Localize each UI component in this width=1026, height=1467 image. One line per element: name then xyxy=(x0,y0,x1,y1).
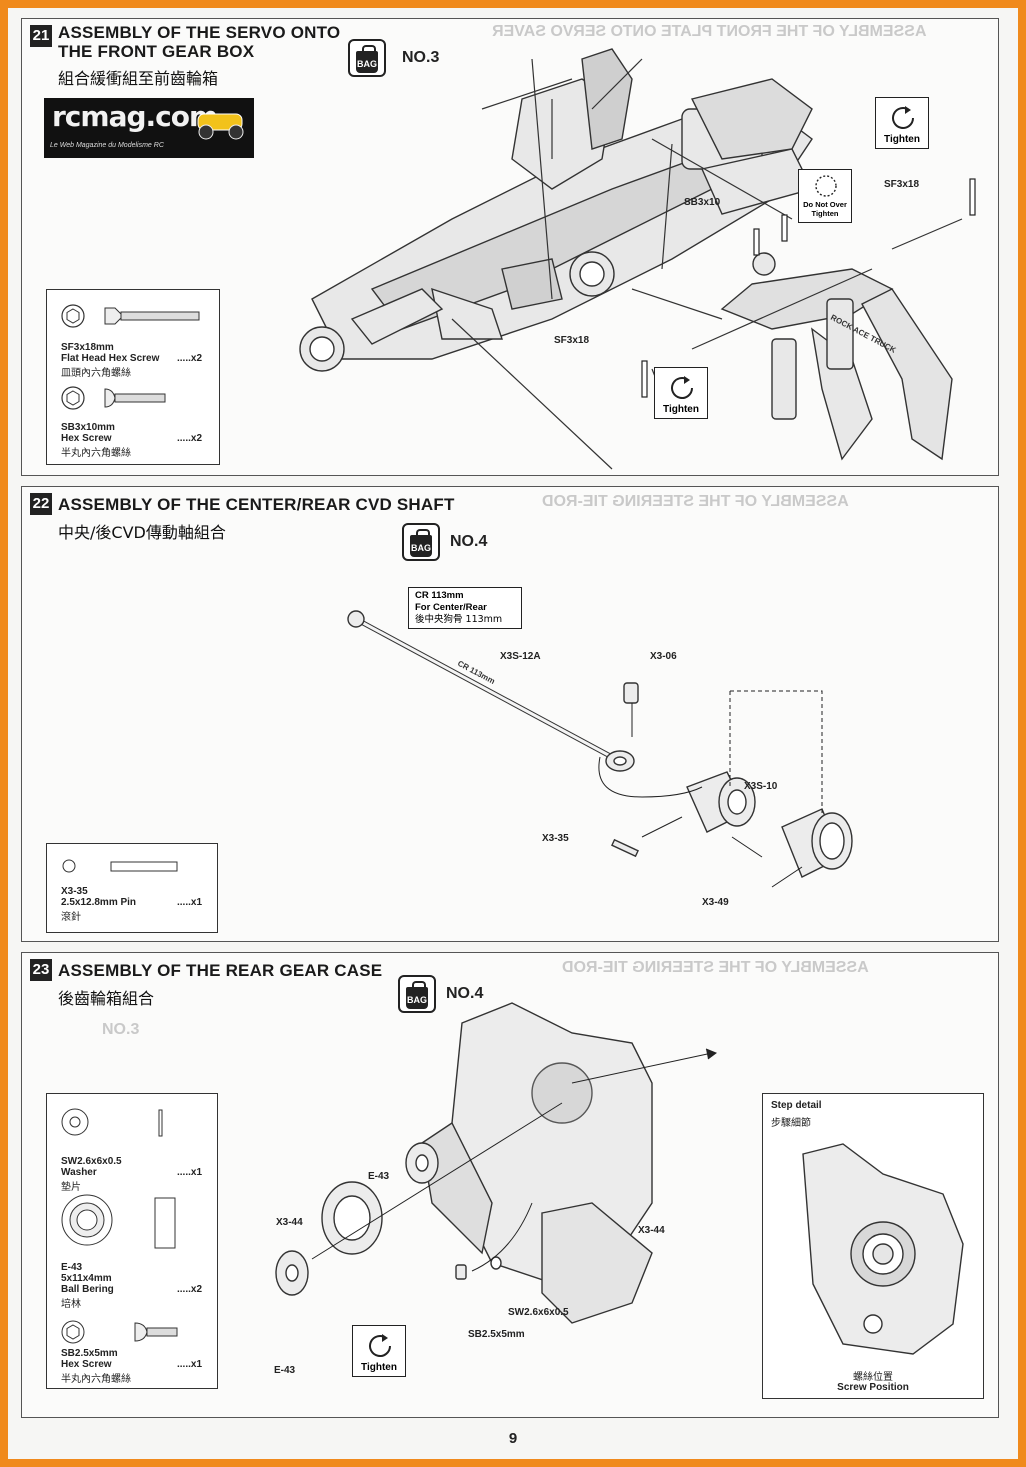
part-item: SF3x18mm Flat Head Hex Screw 皿頭內六角螺絲 xyxy=(61,342,160,379)
bag-icon: BAG xyxy=(402,523,440,561)
step-22-panel: ASSEMBLY OF THE STEERING TIE-ROD 22 ASSE… xyxy=(21,486,999,942)
part-qty: .....x1 xyxy=(177,897,203,908)
ghost-bag: NO.3 xyxy=(102,1021,140,1038)
part-label: SW2.6x6x0.5 xyxy=(508,1307,569,1318)
part-item: E-43 5x11x4mm Ball Bering 培林 xyxy=(61,1262,114,1310)
tighten-icon: Tighten xyxy=(875,97,929,149)
page-number: 9 xyxy=(508,1430,518,1447)
part-label: X3S-12A xyxy=(500,651,541,662)
part-label: E-43 xyxy=(368,1171,390,1182)
flat-head-screw-icon xyxy=(61,304,200,328)
screw-label: SB3x10 xyxy=(684,197,721,208)
part-qty: .....x2 xyxy=(177,353,203,364)
parts-list: SW2.6x6x0.5 Washer 墊片 .....x1 E-43 5x11x… xyxy=(46,1093,218,1389)
step-title: ASSEMBLY OF THE SERVO ONTO THE FRONT GEA… xyxy=(58,23,341,61)
step-number: 21 xyxy=(30,25,52,47)
bag-icon: BAG xyxy=(398,975,436,1013)
step-23-panel: ASSEMBLY OF THE STEERING TIE-ROD NO.3 23… xyxy=(21,952,999,1418)
part-label: X3-06 xyxy=(650,651,677,662)
step-number: 23 xyxy=(30,959,52,981)
part-label: X3-44 xyxy=(638,1225,665,1236)
step-detail-box: Step detail 步驟細節 螺絲位置 Screw Position xyxy=(762,1093,984,1399)
tighten-icon: Tighten xyxy=(352,1325,406,1377)
part-label: X3S-10 xyxy=(744,781,778,792)
do-not-over-tighten-icon: Do Not Over Tighten xyxy=(798,169,852,223)
part-item: SB3x10mm Hex Screw 半丸內六角螺絲 xyxy=(61,422,131,459)
part-label: E-43 xyxy=(274,1365,296,1376)
ghost-title: ASSEMBLY OF THE STEERING TIE-ROD xyxy=(542,493,849,510)
hex-screw-icon xyxy=(61,386,166,410)
part-item: SB2.5x5mm Hex Screw 半丸內六角螺絲 xyxy=(61,1348,131,1385)
step-title: ASSEMBLY OF THE CENTER/REAR CVD SHAFT xyxy=(58,495,455,514)
parts-list: X3-35 2.5x12.8mm Pin 滾針 .....x1 xyxy=(46,843,218,933)
step-title: ASSEMBLY OF THE REAR GEAR CASE xyxy=(58,961,383,980)
shaft-callout: CR 113mm For Center/Rear 後中央狗骨 113mm xyxy=(408,587,522,629)
part-label: X3-35 xyxy=(542,833,569,844)
part-qty: .....x2 xyxy=(177,1284,203,1295)
step-subtitle: 中央/後CVD傳動軸組合 xyxy=(58,523,226,542)
bag-number: NO.4 xyxy=(450,533,488,550)
cvd-shaft-drawing: CR 113mm xyxy=(347,610,853,888)
hex-screw-icon xyxy=(61,1320,178,1344)
bag-number: NO.3 xyxy=(402,49,440,66)
rear-gear-case-drawing xyxy=(275,1002,718,1324)
part-qty: .....x2 xyxy=(177,433,203,444)
part-qty: .....x1 xyxy=(177,1167,203,1178)
bag-number: NO.4 xyxy=(446,985,484,1002)
front-gearbox-drawing: ROCK ACE TRUCK xyxy=(299,48,976,470)
step-number: 22 xyxy=(30,493,52,515)
step-subtitle: 後齒輪箱組合 xyxy=(58,989,155,1008)
rcmag-logo: rcmag.com Le Web Magazine du Modelisme R… xyxy=(44,98,254,158)
part-label: X3-49 xyxy=(702,897,729,908)
part-item: X3-35 2.5x12.8mm Pin 滾針 xyxy=(61,886,137,923)
rc-car-icon xyxy=(197,113,244,140)
step-subtitle: 組合緩衝組至前齒輪箱 xyxy=(58,69,219,88)
ghost-title: ASSEMBLY OF THE STEERING TIE-ROD xyxy=(562,959,869,976)
step-21-panel: ASSEMBLY OF THE FRONT PLATE ONTO SERVO S… xyxy=(21,18,999,476)
part-label: SB2.5x5mm xyxy=(468,1329,525,1340)
ball-bearing-icon xyxy=(61,1194,176,1249)
washer-icon xyxy=(61,1108,163,1137)
screw-label: SF3x18 xyxy=(554,335,590,346)
screw-label: SF3x18 xyxy=(884,179,920,190)
tighten-icon: Tighten xyxy=(654,367,708,419)
part-label: X3-44 xyxy=(276,1217,303,1228)
pin-icon xyxy=(62,859,178,873)
part-qty: .....x1 xyxy=(177,1359,203,1370)
parts-list: SF3x18mm Flat Head Hex Screw 皿頭內六角螺絲 ...… xyxy=(46,289,220,465)
bag-icon: BAG xyxy=(348,39,386,77)
part-item: SW2.6x6x0.5 Washer 墊片 xyxy=(61,1156,122,1193)
screw-position-detail xyxy=(802,1143,964,1355)
